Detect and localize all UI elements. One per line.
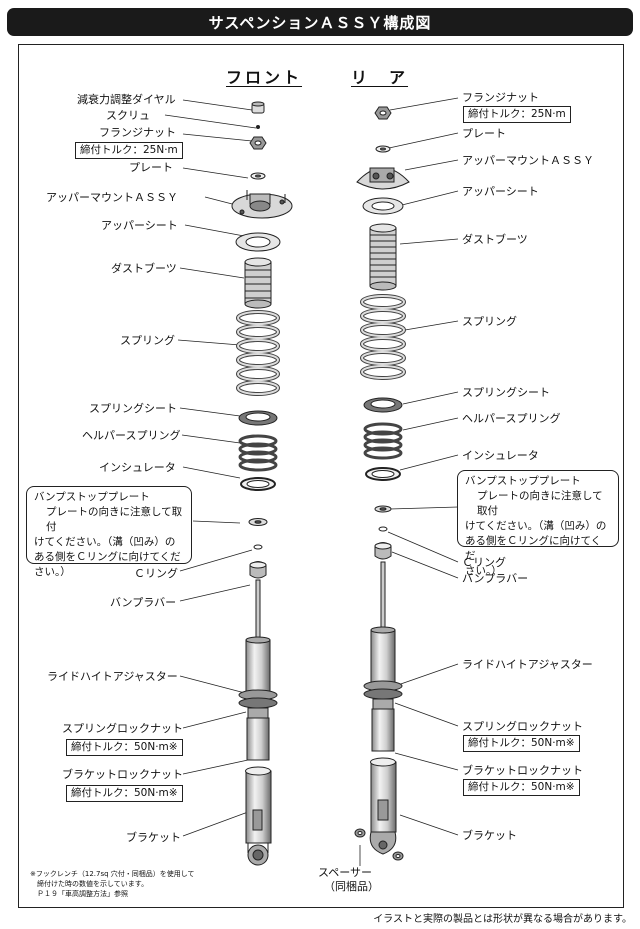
front-label-screw: スクリュ <box>106 109 150 122</box>
rear-label-insulator: インシュレータ <box>462 449 539 462</box>
footnote-line: Ｐ１９「車高調整方法」参照 <box>30 890 128 898</box>
rear-bump-note-line: ある側をＣリングに向けてくだ <box>465 535 602 562</box>
rear-torque-bracket-lock: 締付トルク：50N·m※ <box>463 779 580 796</box>
leader-front-dial <box>182 99 253 111</box>
front-torque-flange: 締付トルク：25N·m <box>75 142 183 159</box>
rear-label-bump-rubber: バンプラバー <box>462 572 529 585</box>
rear-torque-spring-lock: 締付トルク：50N·m※ <box>463 735 580 752</box>
footnote-line: 締付けた時の数値を示しています。 <box>30 880 149 888</box>
front-bump-stop-note: バンプストッププレート プレートの向きに注意して取付 けてください。（溝（凹み）… <box>26 486 192 578</box>
rear-label-spring-seat: スプリングシート <box>462 386 550 399</box>
front-label-bracket: ブラケット <box>126 831 181 844</box>
front-bump-note-title: バンプストッププレート <box>34 491 150 503</box>
leader-front-screw <box>164 114 257 129</box>
rear-bump-note-title: バンプストッププレート <box>465 475 581 487</box>
rear-label-upper-seat: アッパーシート <box>462 185 539 198</box>
front-label-spring-lock-nut: スプリングロックナット <box>62 722 183 735</box>
rear-bump-stop-note: バンプストッププレート プレートの向きに注意して取付 けてください。（溝（凹み）… <box>457 470 619 577</box>
rear-label-upper-mount: アッパーマウントＡＳＳＹ <box>462 154 594 167</box>
rear-label-ride-height: ライドハイトアジャスター <box>462 658 593 671</box>
front-bump-note-line: ある側をＣリングに向けてくだ <box>34 551 181 563</box>
rear-label-flange-nut: フランジナット <box>462 91 539 104</box>
rear-label-helper-spring: ヘルパースプリング <box>462 412 561 425</box>
footnote-line: ※フックレンチ（12.7sq 穴付・同梱品）を使用して <box>30 870 195 878</box>
front-label-c-ring: Ｃリング <box>134 567 178 580</box>
front-label-plate: プレート <box>129 161 173 174</box>
front-label-bump-rubber: バンプラバー <box>110 596 177 609</box>
rear-label-spring-lock-nut: スプリングロックナット <box>462 720 583 733</box>
rear-label-bracket-lock-nut: ブラケットロックナット <box>462 764 583 777</box>
front-bump-note-line: けてください。（溝（凹み）の <box>34 536 176 548</box>
front-label-dust-boots: ダストブーツ <box>111 262 177 275</box>
front-label-helper-spring: ヘルパースプリング <box>82 429 181 442</box>
front-label-insulator: インシュレータ <box>99 461 176 474</box>
front-torque-spring-lock: 締付トルク：50N·m※ <box>66 739 183 756</box>
front-parts <box>231 101 293 866</box>
rear-label-bracket: ブラケット <box>462 829 517 842</box>
rear-label-c-ring: Ｃリング <box>462 556 506 569</box>
front-header: フロント <box>226 68 303 87</box>
page-title: サスペンションＡＳＳＹ構成図 <box>7 8 633 36</box>
rear-label-plate: プレート <box>462 127 506 140</box>
rear-label-spacer-note: （同梱品） <box>324 880 379 893</box>
rear-label-spring: スプリング <box>462 315 517 328</box>
rear-torque-flange: 締付トルク：25N·m <box>463 106 571 123</box>
rear-parts <box>354 106 410 861</box>
rear-bump-note-line: プレートの向きに注意して取付 <box>477 490 603 517</box>
front-label-upper-seat: アッパーシート <box>101 219 178 232</box>
disclaimer: イラストと実際の製品とは形状が異なる場合があります。 <box>373 914 632 925</box>
front-label-spring: スプリング <box>120 334 175 347</box>
front-label-ride-height: ライドハイトアジャスター <box>47 670 178 683</box>
front-torque-bracket-lock: 締付トルク：50N·m※ <box>66 785 183 802</box>
rear-label-spacer: スペーサー <box>318 866 373 879</box>
rear-bump-note-line: さい。） <box>465 565 502 577</box>
front-label-bracket-lock-nut: ブラケットロックナット <box>62 768 183 781</box>
front-bump-note-line: プレートの向きに注意して取付 <box>46 506 183 533</box>
front-label-damping-dial: 減衰力調整ダイヤル <box>77 93 176 106</box>
front-label-spring-seat: スプリングシート <box>89 402 177 415</box>
front-bump-note-line: さい。） <box>34 566 71 578</box>
rear-label-dust-boots: ダストブーツ <box>462 233 528 246</box>
rear-bump-note-line: けてください。（溝（凹み）の <box>465 520 607 532</box>
front-label-upper-mount: アッパーマウントＡＳＳＹ <box>46 191 178 204</box>
front-label-flange-nut: フランジナット <box>99 126 176 139</box>
diagram-frame <box>18 44 624 908</box>
rear-header: リ ア <box>351 68 409 87</box>
